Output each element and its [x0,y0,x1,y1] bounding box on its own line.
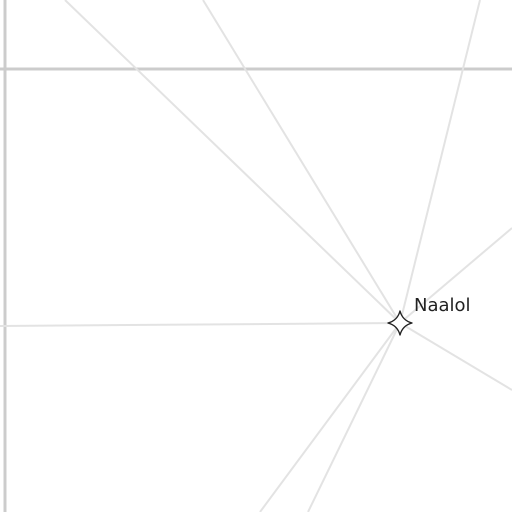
road-to-top-right [399,0,481,324]
road-to-bottom [307,322,401,512]
four-point-star-icon[interactable] [387,310,413,336]
road-to-bottom-left [259,322,401,512]
poi-marker[interactable]: Naalol [387,295,471,336]
road-to-top [202,0,401,324]
road-to-upper-left [64,0,401,324]
road-to-right [399,227,512,324]
road-to-left [0,322,401,327]
poi-label: Naalol [414,295,471,316]
road-to-lower-right [399,322,512,391]
